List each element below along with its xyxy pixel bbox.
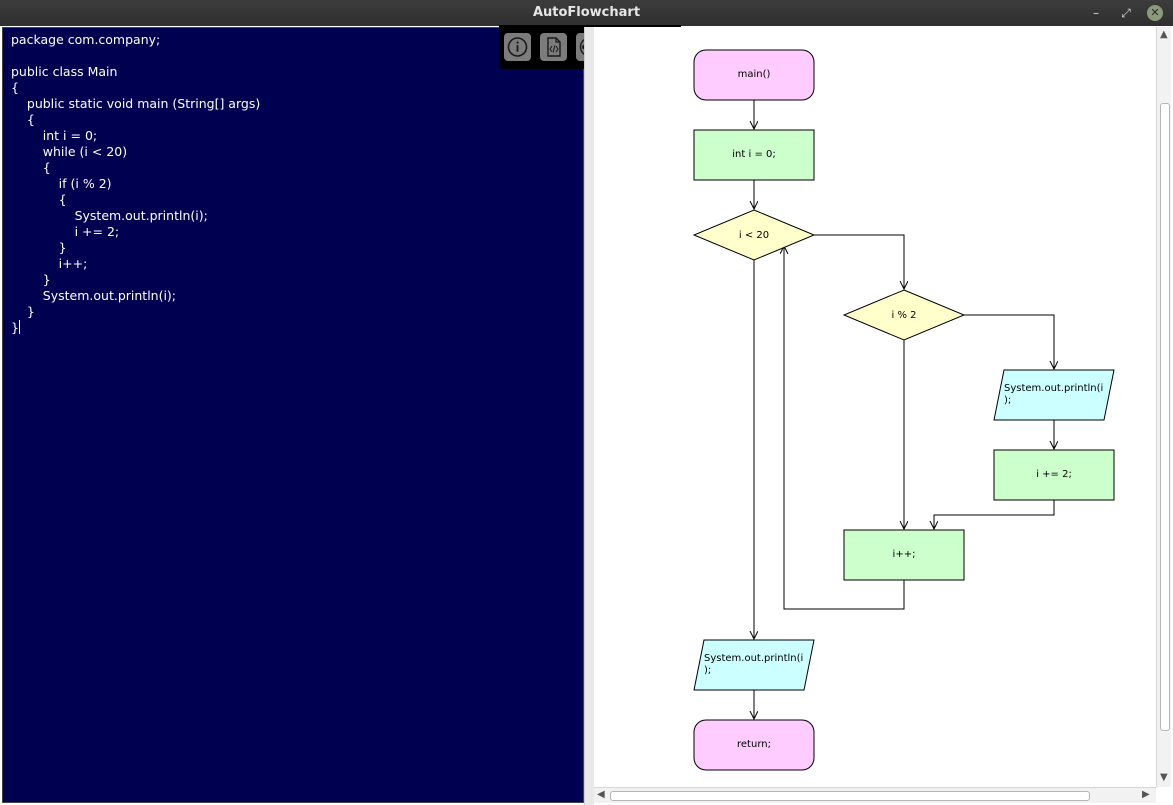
node-while-condition[interactable]: i < 20 <box>692 209 816 261</box>
flowchart-diagram: main() int i = 0; i < 20 i % 2 System.ou… <box>692 49 1115 771</box>
node-label-cont: ); <box>704 665 711 676</box>
node-label: i < 20 <box>739 230 769 241</box>
window-title: AutoFlowchart <box>532 5 641 20</box>
node-label: return; <box>737 739 771 750</box>
node-label: System.out.println(i <box>704 653 803 664</box>
code-line: } <box>11 272 51 287</box>
code-line: { <box>11 160 51 175</box>
node-label: main() <box>738 69 771 80</box>
code-file-icon <box>547 37 561 57</box>
panel-splitter[interactable] <box>584 27 594 805</box>
node-print-inner[interactable]: System.out.println(i ); <box>993 369 1115 421</box>
node-return[interactable]: return; <box>693 719 815 771</box>
edge-loop-back <box>784 246 905 610</box>
node-main[interactable]: main() <box>693 49 815 101</box>
restore-button[interactable]: ⤢ <box>1121 6 1131 20</box>
code-line: } <box>11 240 67 255</box>
code-file-button[interactable] <box>540 33 567 61</box>
code-line: { <box>11 192 67 207</box>
code-line: } <box>11 320 19 335</box>
horizontal-scroll-thumb[interactable] <box>610 791 1090 801</box>
code-line: { <box>11 112 35 127</box>
minimize-button[interactable]: – <box>1093 6 1099 20</box>
node-if-condition[interactable]: i % 2 <box>842 289 966 341</box>
scroll-up-arrow-icon[interactable]: ▲ <box>1160 29 1168 40</box>
node-label: i++; <box>893 549 916 560</box>
node-label: System.out.println(i <box>1004 383 1103 394</box>
node-print-outer[interactable]: System.out.println(i ); <box>693 639 815 691</box>
code-line: i += 2; <box>11 224 120 239</box>
code-line: int i = 0; <box>11 128 98 143</box>
code-line: { <box>11 80 19 95</box>
code-line: System.out.println(i); <box>11 208 208 223</box>
code-line: public class Main <box>11 64 118 79</box>
code-line: System.out.println(i); <box>11 288 177 303</box>
code-text[interactable]: package com.company; public class Main {… <box>3 28 583 340</box>
code-editor[interactable]: package com.company; public class Main {… <box>2 27 584 803</box>
node-label: i % 2 <box>892 310 917 321</box>
text-cursor <box>18 320 20 334</box>
node-inc[interactable]: i++; <box>843 529 965 581</box>
info-button[interactable] <box>504 33 531 61</box>
scroll-down-arrow-icon[interactable]: ▼ <box>1160 772 1168 783</box>
code-line: if (i % 2) <box>11 176 112 191</box>
vertical-scrollbar[interactable]: ▲ ▼ <box>1156 27 1171 787</box>
node-label: int i = 0; <box>732 149 775 160</box>
node-init[interactable]: int i = 0; <box>693 129 815 181</box>
node-label-cont: ); <box>1004 395 1011 406</box>
vertical-scroll-thumb[interactable] <box>1160 103 1170 731</box>
code-line: while (i < 20) <box>11 144 128 159</box>
scroll-left-arrow-icon[interactable]: ◀ <box>597 789 605 800</box>
window-titlebar: AutoFlowchart – ⤢ ✕ <box>0 0 1173 26</box>
edge-inc2-inc <box>934 500 1055 529</box>
node-label: i += 2; <box>1036 469 1072 480</box>
flowchart-canvas[interactable]: main() int i = 0; i < 20 i % 2 System.ou… <box>594 27 1156 787</box>
edge-if-true <box>964 314 1054 369</box>
code-line: package com.company; <box>11 32 161 47</box>
scroll-right-arrow-icon[interactable]: ▶ <box>1142 789 1150 800</box>
code-line: public static void main (String[] args) <box>11 96 261 111</box>
code-line: } <box>11 304 35 319</box>
node-inc2[interactable]: i += 2; <box>993 449 1115 501</box>
horizontal-scrollbar[interactable]: ◀ ▶ <box>594 787 1156 803</box>
edge-while-true <box>814 234 904 289</box>
code-line: i++; <box>11 256 88 271</box>
info-icon <box>507 37 528 57</box>
close-button[interactable]: ✕ <box>1147 5 1163 21</box>
